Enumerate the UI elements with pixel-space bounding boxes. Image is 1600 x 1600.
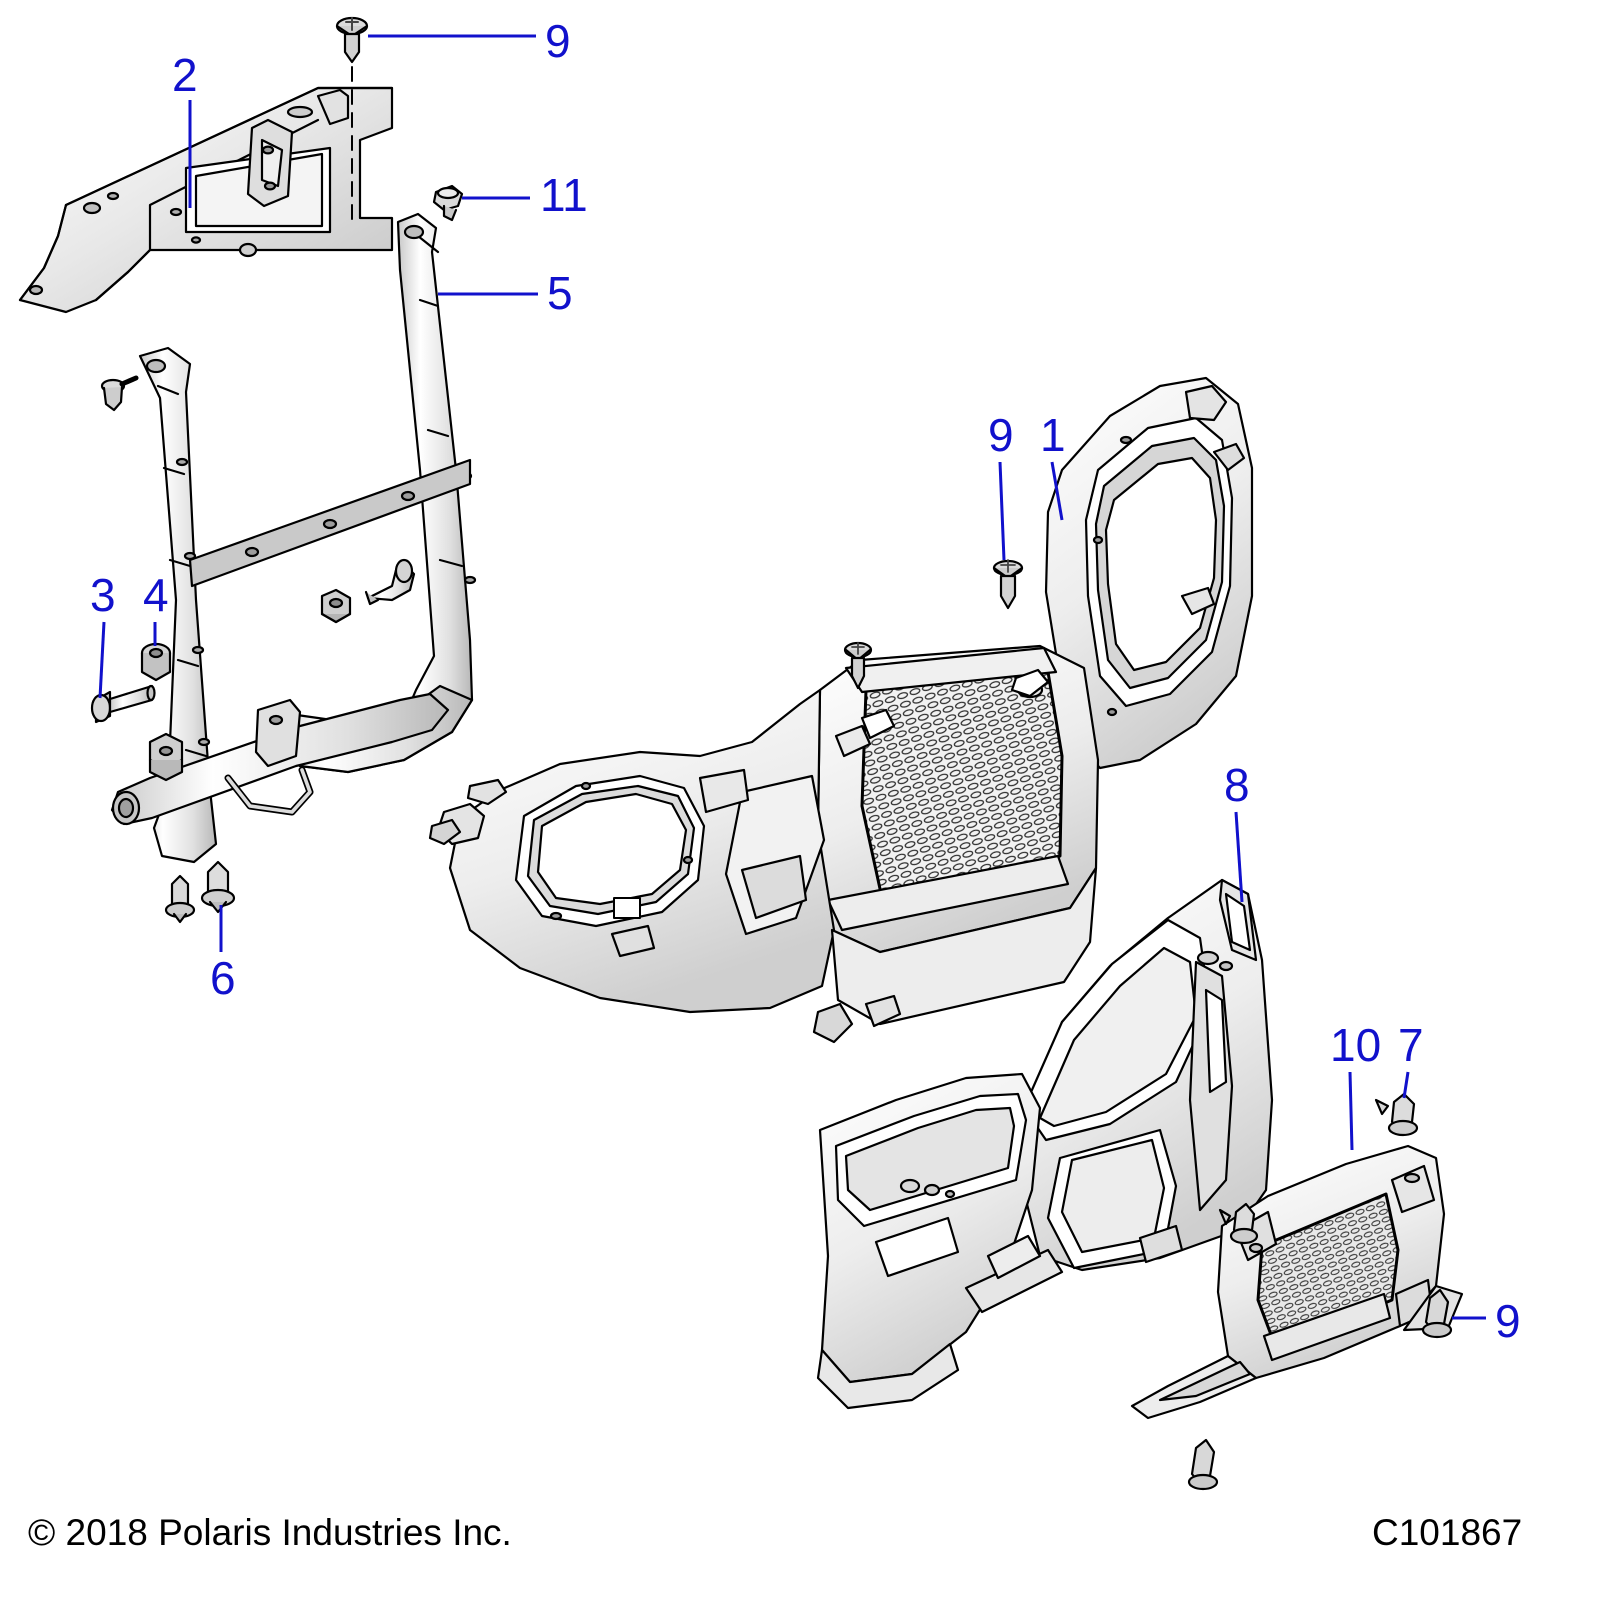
part-8-lower-bumper-cover	[816, 878, 1274, 1410]
screw-upper-left	[100, 375, 139, 412]
callout-4[interactable]: 4	[143, 569, 169, 621]
callout-7[interactable]: 7	[1398, 1019, 1424, 1071]
hardware-bolt-near-brace	[364, 558, 416, 606]
leader-lines	[98, 34, 1486, 1320]
callout-8[interactable]: 8	[1224, 759, 1250, 811]
part-9-screw-mid-floating	[843, 641, 873, 690]
callout-2[interactable]: 2	[172, 49, 198, 101]
leader-10	[1348, 1071, 1354, 1151]
callout-5[interactable]: 5	[547, 267, 573, 319]
part-11-trim-clip	[432, 184, 464, 222]
callout-6[interactable]: 6	[210, 952, 236, 1004]
leader-7	[1402, 1071, 1410, 1099]
drawing-number: C101867	[1372, 1512, 1523, 1553]
part-6-push-rivet-right	[200, 860, 236, 914]
callout-11[interactable]: 11	[540, 169, 588, 221]
part-9-screw-mid	[992, 559, 1024, 610]
push-pin-bottom-center	[1187, 1438, 1219, 1491]
callout-1[interactable]: 1	[1040, 409, 1066, 461]
part-1-front-bumper-fascia	[428, 376, 1254, 1044]
part-10-lower-grille-insert	[1130, 1144, 1464, 1420]
leader-8	[1234, 811, 1244, 903]
part-2-upper-support-bracket	[18, 86, 394, 314]
callout-9-top[interactable]: 9	[545, 15, 571, 67]
leader-3	[98, 621, 106, 699]
part-9-pin-bottom-right	[1421, 1288, 1453, 1339]
leader-9-mid	[998, 461, 1006, 561]
callout-9-mid[interactable]: 9	[988, 409, 1014, 461]
part-6-push-rivet-left	[164, 874, 196, 924]
hardware-nut-near-brace	[320, 588, 352, 624]
callout-10[interactable]: 10	[1330, 1019, 1382, 1071]
part-4-spacer-bushing	[140, 642, 172, 682]
callout-3[interactable]: 3	[90, 569, 116, 621]
part-7-push-rivet	[1374, 1092, 1419, 1137]
part-9-screw-top	[335, 16, 369, 64]
part-5-hoop-left-upright	[110, 346, 472, 864]
part-3-flange-bolt	[90, 684, 156, 724]
callout-9-bottom[interactable]: 9	[1495, 1295, 1521, 1347]
copyright-notice: © 2018 Polaris Industries Inc.	[28, 1512, 512, 1553]
leader-1	[1050, 461, 1064, 521]
push-rivet-left-of-lower-grille	[1218, 1202, 1259, 1245]
